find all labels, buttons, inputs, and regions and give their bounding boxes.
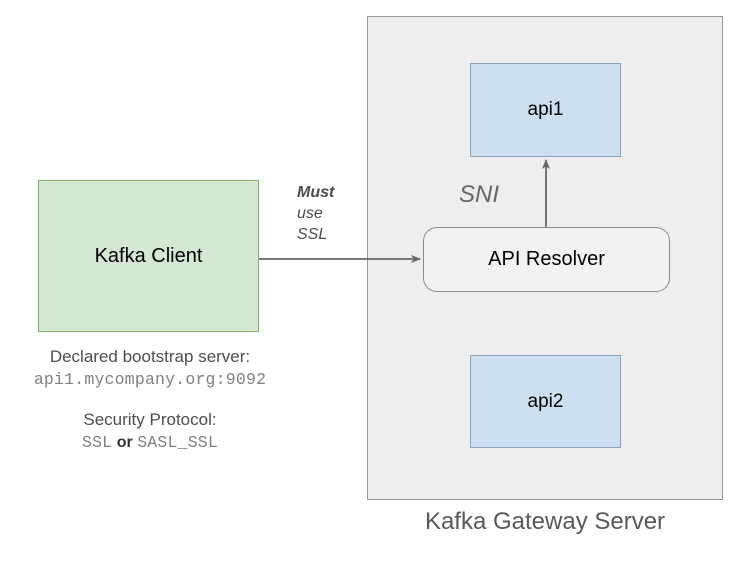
security-protocol-joiner: or: [116, 434, 133, 451]
security-protocol-title: Security Protocol:: [83, 410, 217, 429]
bootstrap-server-title: Declared bootstrap server:: [49, 347, 251, 366]
gateway-caption: Kafka Gateway Server: [424, 508, 666, 535]
node-kafka-client[interactable]: Kafka Client: [38, 180, 259, 332]
node-api2-label: api2: [527, 390, 564, 412]
node-api-resolver-label: API Resolver: [488, 248, 605, 270]
node-kafka-client-label: Kafka Client: [94, 244, 203, 267]
edge-label-must-use-ssl: Must use SSL: [297, 182, 357, 245]
bootstrap-server-value: api1.mycompany.org:9092: [33, 370, 267, 389]
edge-label-line-1: Must: [297, 184, 335, 201]
node-api-resolver[interactable]: API Resolver: [423, 227, 670, 292]
node-api1-label: api1: [527, 99, 564, 120]
caption-spacer: [10, 391, 290, 408]
edge-label-line-3: SSL: [297, 226, 328, 243]
node-api2[interactable]: api2: [470, 355, 621, 448]
security-protocol-option-sasl-ssl: SASL_SSL: [137, 433, 219, 452]
edge-label-line-2: use: [297, 205, 323, 222]
security-protocol-option-ssl: SSL: [81, 433, 113, 452]
node-api1[interactable]: api1: [470, 63, 621, 157]
client-caption-block: Declared bootstrap server: api1.mycompan…: [10, 345, 290, 454]
edge-label-sni: SNI: [459, 181, 500, 208]
security-protocol-values: SSL or SASL_SSL: [10, 431, 290, 454]
